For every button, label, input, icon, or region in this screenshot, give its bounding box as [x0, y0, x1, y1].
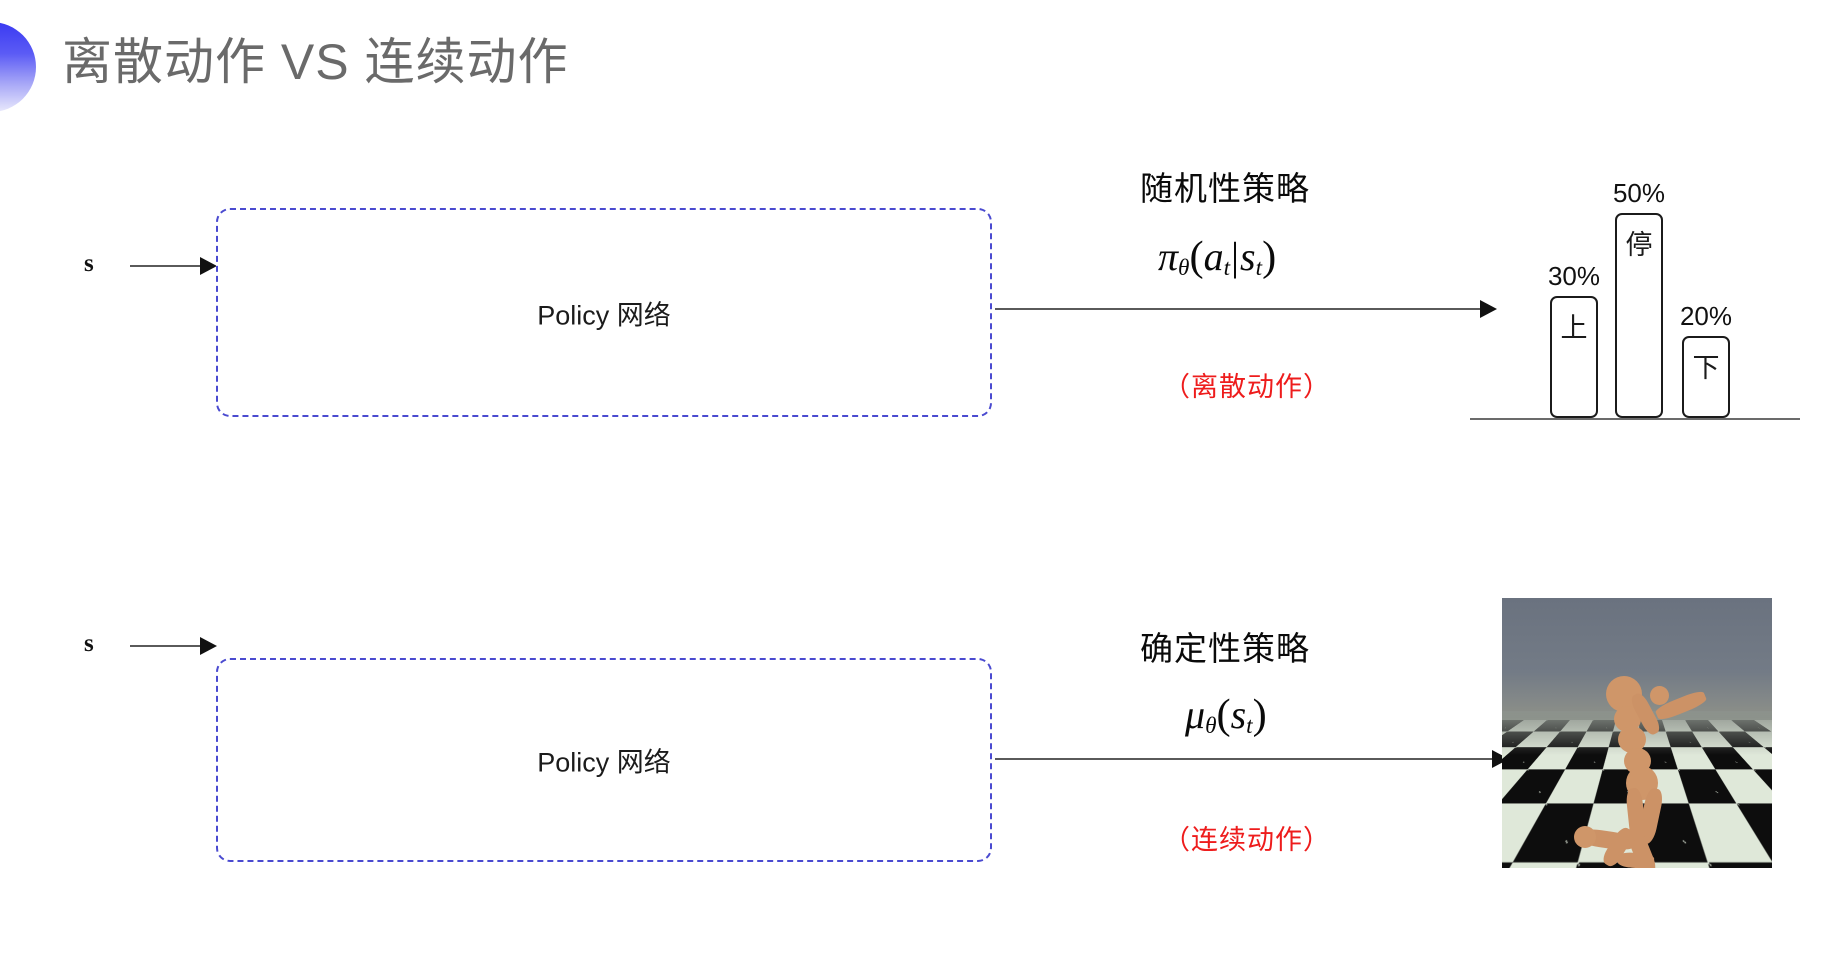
bar-category-label-0: 上 [1560, 313, 1588, 343]
policy-network-box-discrete[interactable]: Policy 网络 [216, 208, 992, 417]
output-arrow-discrete [995, 308, 1495, 310]
bar-category-label-1: 停 [1625, 230, 1653, 260]
bar-value-label-2: 20% [1679, 301, 1733, 331]
output-arrow-continuous [995, 758, 1507, 760]
policy-caption-discrete: 随机性策略 [1140, 170, 1310, 207]
formula-open-paren: ( [1216, 691, 1231, 738]
policy-network-label-continuous: Policy 网络 [537, 747, 671, 778]
formula-arg1: s [1230, 692, 1247, 737]
policy-caption-continuous: 确定性策略 [1140, 630, 1310, 667]
bar-value-label-0: 30% [1547, 261, 1601, 291]
formula-separator: | [1231, 234, 1240, 279]
bar-category-label-2: 下 [1692, 353, 1720, 383]
bar-rect-1 [1615, 213, 1663, 418]
policy-formula-continuous: μθ(st) [1185, 690, 1267, 740]
formula-open-paren: ( [1189, 233, 1204, 280]
input-arrow-continuous [130, 645, 215, 647]
formula-fn: μ [1185, 692, 1206, 737]
bar-rect-2 [1682, 336, 1730, 418]
policy-network-box-continuous[interactable]: Policy 网络 [216, 658, 992, 862]
action-type-tag-continuous: （连续动作） [1163, 825, 1331, 855]
formula-arg1-sub: t [1246, 713, 1253, 740]
bar-rect-0 [1550, 296, 1598, 418]
action-type-tag-discrete: （离散动作） [1163, 372, 1331, 402]
formula-close-paren: ) [1252, 691, 1267, 738]
formula-arg1-sub: t [1223, 255, 1231, 282]
page-title: 离散动作 VS 连续动作 [62, 34, 569, 90]
formula-arg1: a [1203, 234, 1224, 279]
title-accent-shape [0, 22, 36, 112]
chart-axis-baseline [1470, 418, 1800, 420]
formula-arg2: s [1240, 234, 1256, 279]
humanoid-hand [1650, 686, 1669, 705]
humanoid-front-foot [1617, 851, 1655, 868]
bar-column-2: 20% 下 [1680, 301, 1732, 418]
formula-arg2-sub: t [1255, 255, 1263, 282]
formula-fn: π [1158, 234, 1179, 279]
policy-network-label-discrete: Policy 网络 [537, 300, 671, 330]
state-input-label-discrete: s [84, 250, 94, 277]
formula-close-paren: ) [1262, 233, 1277, 280]
humanoid-heel [1574, 826, 1596, 848]
action-probability-bar-chart: 30% 上 50% 停 20% 下 [1470, 120, 1800, 420]
policy-formula-discrete: πθ(at|st) [1158, 232, 1276, 282]
state-input-label-continuous: s [84, 630, 94, 657]
formula-sub-theta: θ [1178, 255, 1190, 282]
bar-value-label-1: 50% [1612, 178, 1666, 208]
bar-column-1: 50% 停 [1613, 178, 1665, 418]
bar-column-0: 30% 上 [1548, 261, 1600, 418]
formula-sub-theta: θ [1205, 713, 1217, 740]
input-arrow-discrete [130, 265, 215, 267]
humanoid-simulation-image [1502, 598, 1772, 868]
